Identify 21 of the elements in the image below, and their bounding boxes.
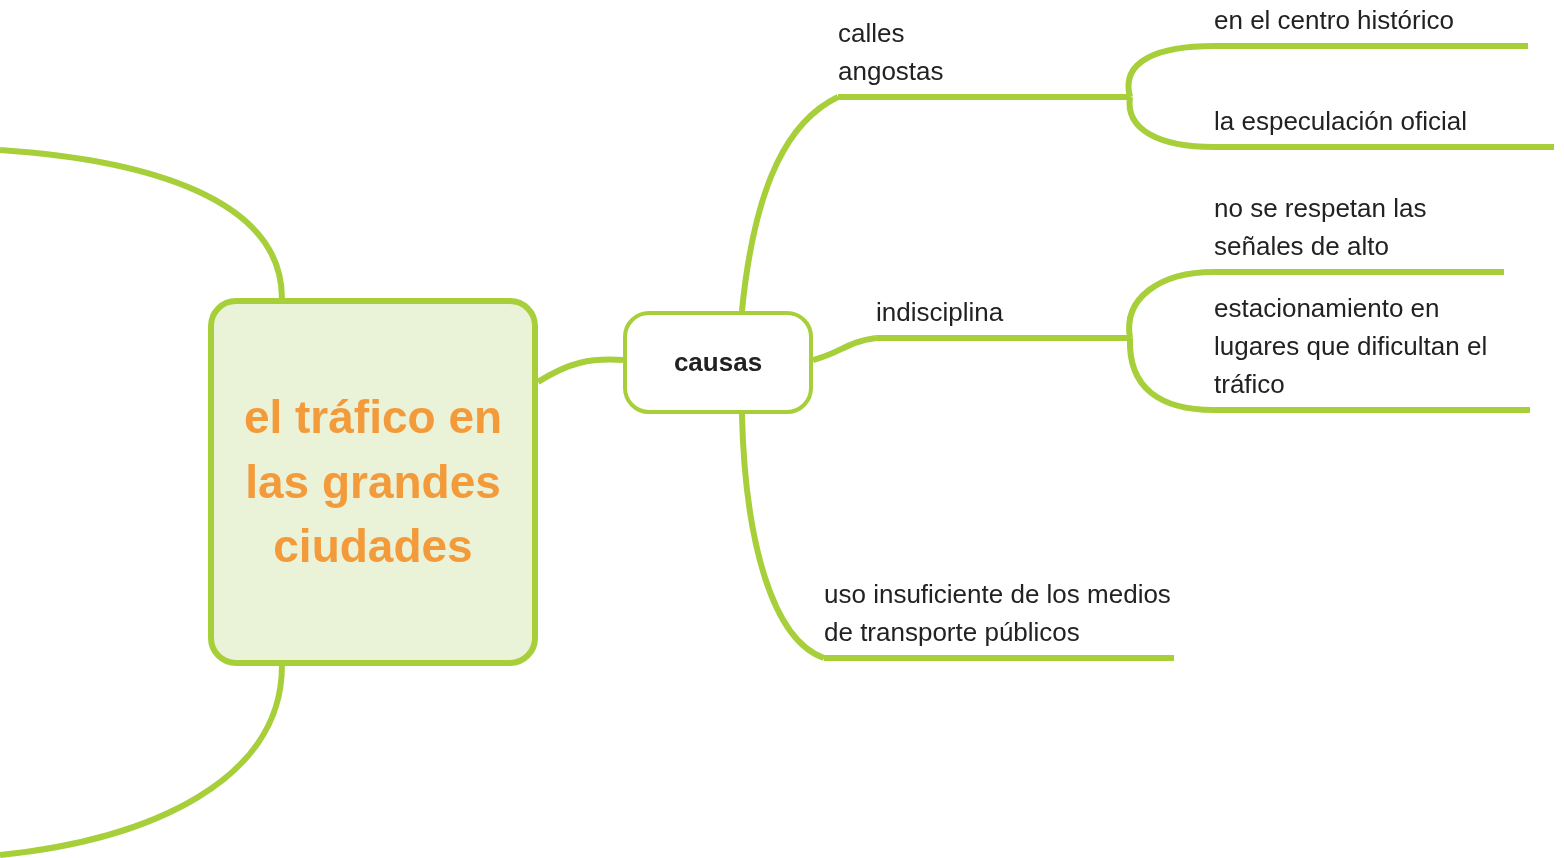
branch-line: [738, 413, 826, 661]
topic-title: el tráfico en las grandes ciudades: [242, 390, 504, 575]
branch-line: [1126, 269, 1215, 339]
branch-label: uso insuficiente de los medios de transporte públicos: [824, 578, 1172, 649]
branch-label: estacionamiento en lugares que dificultan el tráfico: [1214, 292, 1489, 401]
branch-line: [536, 356, 624, 385]
branch-line: [0, 665, 285, 858]
branch-title: causas: [673, 346, 763, 379]
branch-label: en el centro histórico: [1214, 4, 1455, 37]
branch-line: [1126, 96, 1215, 150]
branch-line: [1125, 43, 1215, 98]
branch-line: [738, 94, 840, 312]
branch-label: no se respetan las señales de alto: [1214, 192, 1428, 263]
topic-box: [208, 298, 538, 666]
branch-line: [812, 335, 877, 363]
branch-line: [1127, 337, 1215, 413]
branch-label: indisciplina: [876, 296, 1005, 329]
branch-label: calles angostas: [838, 17, 945, 88]
branch-box: [623, 311, 813, 414]
branch-label: la especulación oficial: [1214, 105, 1468, 138]
branch-line: [0, 147, 285, 299]
